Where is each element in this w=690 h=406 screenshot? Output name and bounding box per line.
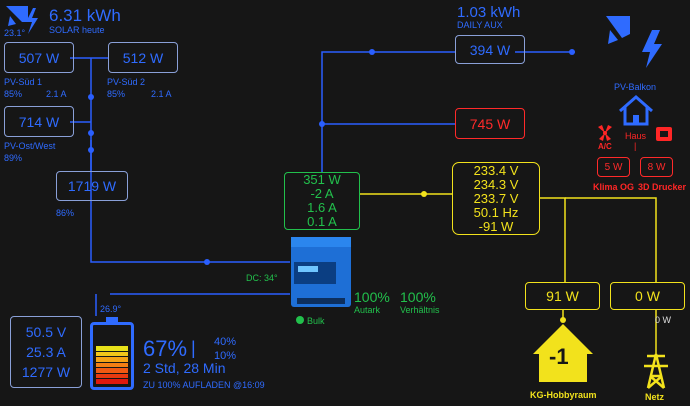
pv-ostwest-label: PV-Ost/West [4, 141, 56, 151]
solar-temp: 23.1° [4, 28, 26, 38]
pv-ostwest-pct: 89% [4, 153, 23, 163]
battery-current: 25.3 A [26, 344, 66, 360]
pv-ostwest-box[interactable]: 714 W [4, 106, 74, 137]
kg-value: 91 W [546, 288, 579, 304]
pv-sued1-label: PV-Süd 1 [4, 77, 43, 87]
aux-value: 394 W [469, 41, 511, 58]
dc-temp: DC: 34° [246, 273, 278, 283]
klima-label: Klima OG [593, 182, 635, 192]
drucker-label: 3D Drucker [638, 182, 687, 192]
drucker-value: 8 W [647, 161, 666, 173]
inverter-current-2: 1.6 A [307, 200, 337, 215]
grid-freq: 50.1 Hz [473, 204, 519, 220]
kg-box[interactable]: 91 W [525, 282, 600, 310]
verhaeltnis-value: 100% [400, 289, 436, 305]
inverter-box[interactable]: 351 W -2 A 1.6 A 0.1 A [284, 172, 360, 230]
klima-box[interactable]: 5 W [597, 157, 630, 177]
solar-label: SOLAR heute [49, 25, 105, 35]
basement-badge: -1 [549, 344, 569, 369]
klima-value: 5 W [604, 161, 623, 173]
battery-min-soc: 10% [214, 350, 237, 362]
netz-label: Netz [645, 392, 665, 402]
pv-sued1-pct: 85% [4, 89, 23, 99]
autark-label: Autark [354, 305, 381, 315]
pv-sued2-pct: 85% [107, 89, 126, 99]
netz-sub-value: 0 W [655, 315, 672, 325]
netz-value: 0 W [635, 288, 660, 304]
autark-value: 100% [354, 289, 390, 305]
kg-label: KG-Hobbyraum [530, 390, 597, 400]
drucker-box[interactable]: 8 W [640, 157, 673, 177]
battery-voltage: 50.5 V [25, 324, 67, 340]
bulk-status-dot [296, 316, 304, 324]
pv-sued2-value: 512 W [122, 49, 164, 66]
battery-icon [90, 322, 134, 390]
grid-power: -91 W [478, 218, 514, 234]
house-label: Haus [625, 131, 647, 141]
battery-power: 1277 W [21, 364, 71, 380]
aux-label: DAILY AUX [457, 20, 503, 30]
battery-max-soc: 40% [214, 336, 237, 348]
aux-box[interactable]: 394 W [455, 35, 525, 64]
pv-total-box[interactable]: 1719 W [56, 171, 128, 201]
inverter-current-1: -2 A [310, 186, 334, 201]
battery-charge-eta: ZU 100% AUFLADEN @16:09 [143, 380, 265, 390]
grid-l1: 233.4 V [473, 162, 519, 178]
house-box[interactable]: 745 W [455, 108, 525, 139]
pv-sued2-amps: 2.1 A [151, 89, 172, 99]
battery-soc: 67% [143, 336, 188, 361]
grid-l3: 233.7 V [473, 190, 519, 206]
pv-sued1-amps: 2.1 A [46, 89, 67, 99]
battery-soc-separator: | [191, 338, 196, 358]
verhaeltnis-label: Verhältnis [400, 305, 440, 315]
pv-ostwest-value: 714 W [18, 113, 60, 130]
grid-l2: 234.3 V [473, 176, 519, 192]
netz-box[interactable]: 0 W [610, 282, 685, 310]
house-value: 745 W [469, 115, 511, 132]
house-separator: | [634, 141, 637, 151]
battery-terminal [106, 317, 118, 322]
klima-tag: A/C [598, 142, 612, 151]
grid-box[interactable]: 233.4 V 234.3 V 233.7 V 50.1 Hz -91 W [452, 162, 540, 235]
aux-kwh: 1.03 kWh [457, 4, 521, 21]
battery-temp: 26.9° [100, 304, 122, 314]
bulk-status: Bulk [307, 316, 325, 326]
pv-total-pct: 86% [56, 208, 75, 218]
battery-time-left: 2 Std, 28 Min [143, 360, 226, 376]
battery-fill [96, 346, 128, 384]
pv-sued1-value: 507 W [18, 49, 60, 66]
pv-sued2-label: PV-Süd 2 [107, 77, 146, 87]
pv-sued2-box[interactable]: 512 W [108, 42, 178, 73]
inverter-current-3: 0.1 A [307, 214, 337, 229]
pv-balkon-label: PV-Balkon [614, 82, 657, 92]
pv-sued1-box[interactable]: 507 W [4, 42, 74, 73]
battery-readings-box[interactable]: 50.5 V 25.3 A 1277 W [10, 316, 82, 388]
pv-total-value: 1719 W [67, 178, 117, 194]
solar-kwh: 6.31 kWh [49, 6, 121, 25]
inverter-power: 351 W [303, 172, 341, 187]
